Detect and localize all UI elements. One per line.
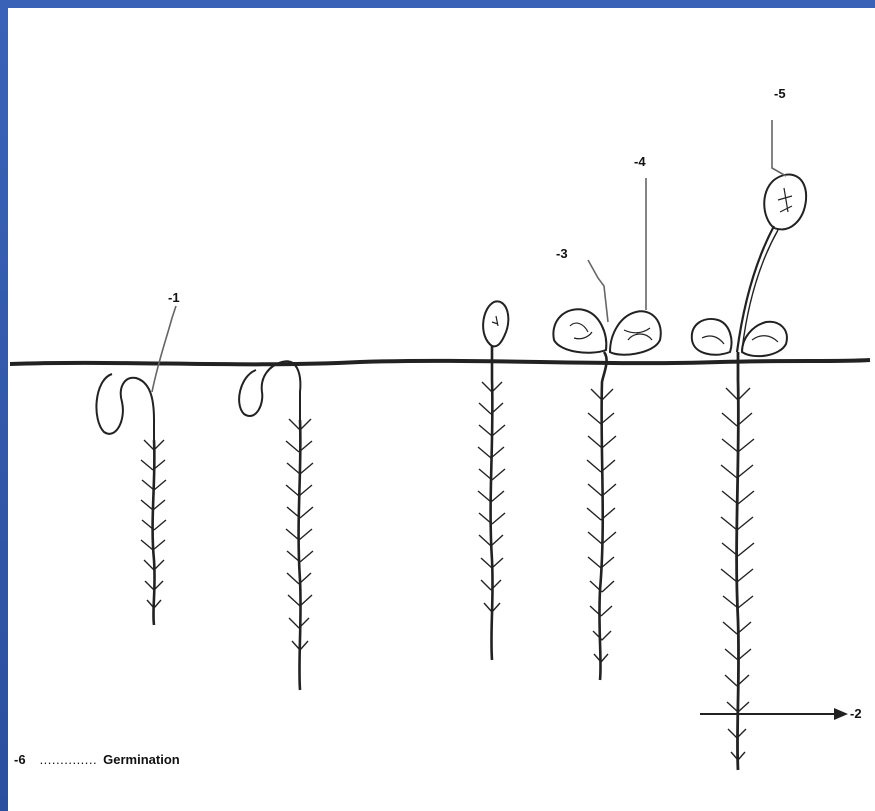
- seedling-stage-2: [239, 361, 300, 690]
- leader-lines: [152, 120, 786, 392]
- label-3: -3: [556, 246, 568, 261]
- caption-text: Germination: [103, 752, 180, 767]
- caption-blank: ..............: [40, 752, 98, 767]
- caption: -6.............. Germination: [14, 752, 180, 767]
- arrow-2: [700, 708, 848, 720]
- label-5: -5: [774, 86, 786, 101]
- leader-1: [152, 306, 176, 392]
- seedling-stage-1: [96, 374, 154, 625]
- label-4: -4: [634, 154, 646, 169]
- label-1: -1: [168, 290, 180, 305]
- label-2: -2: [850, 706, 862, 721]
- leader-5: [772, 120, 786, 176]
- soil-line: [10, 360, 870, 364]
- seedling-stage-5: [692, 174, 806, 770]
- caption-number: -6: [14, 752, 26, 767]
